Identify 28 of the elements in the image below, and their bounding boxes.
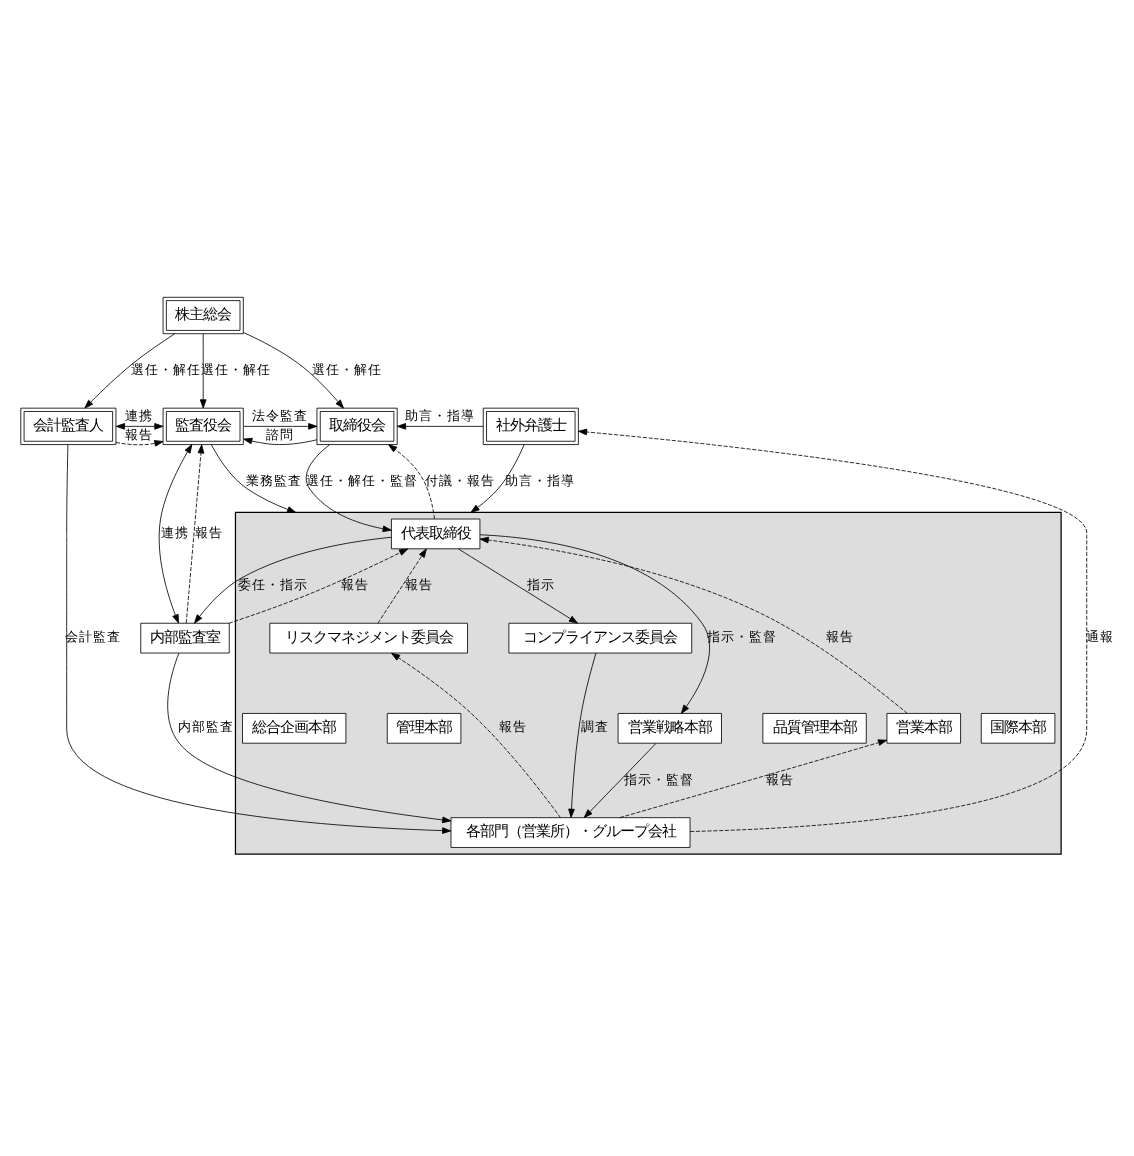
- arrow: [391, 651, 561, 818]
- arrow: [470, 443, 525, 512]
- arrow: [199, 332, 207, 408]
- arrow: [210, 443, 297, 512]
- arrow: [243, 331, 344, 408]
- arrow: [305, 443, 392, 532]
- arrow: [619, 738, 888, 818]
- arrow: [578, 427, 1088, 831]
- arrow: [243, 436, 318, 444]
- arrow: [167, 651, 452, 823]
- arrow: [185, 443, 205, 623]
- arrow: [228, 547, 409, 623]
- arrow: [115, 439, 164, 446]
- arrow: [479, 533, 710, 713]
- cluster: [234, 510, 1062, 854]
- arrow: [568, 651, 597, 817]
- arrow: [84, 332, 176, 408]
- arrow: [115, 422, 164, 429]
- arrow: [458, 547, 578, 623]
- arrow: [158, 443, 193, 623]
- arrow: [243, 422, 318, 429]
- arrow: [66, 443, 452, 833]
- arrow: [479, 535, 908, 713]
- arrow: [377, 547, 427, 623]
- arrow: [388, 443, 435, 519]
- arrow: [194, 535, 392, 623]
- arrow: [396, 422, 484, 429]
- arrow: [583, 742, 657, 817]
